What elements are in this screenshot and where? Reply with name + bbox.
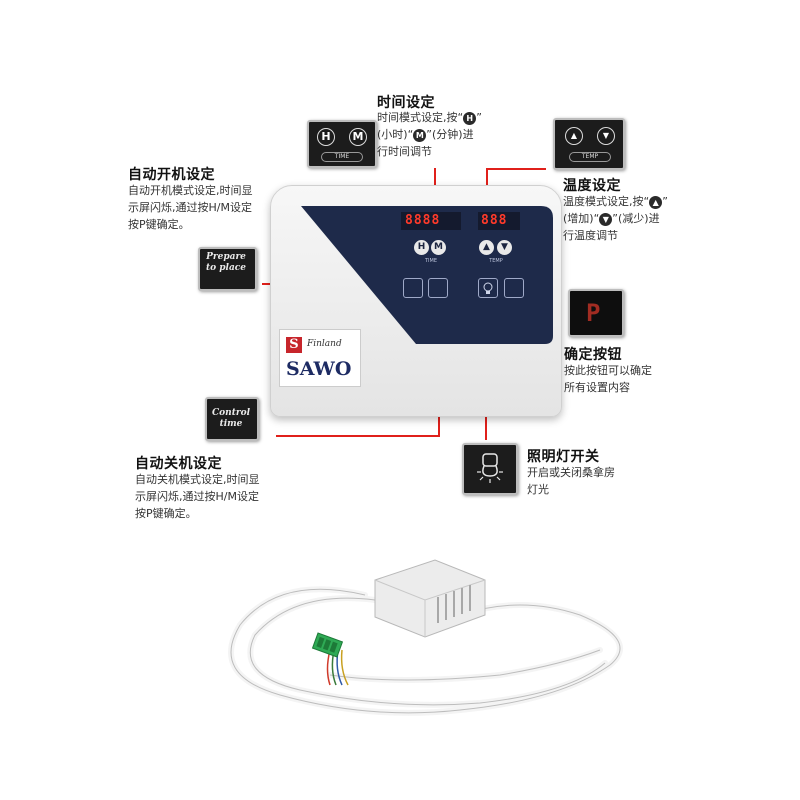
tile-time-m-icon: M — [349, 128, 367, 146]
sawo-logo: S Finland SAWO — [279, 329, 361, 387]
device-temp-down-button[interactable]: ▼ — [497, 240, 512, 255]
auto-on-title: 自动开机设定 — [128, 167, 215, 183]
light-bulb-icon — [477, 453, 503, 483]
confirm-desc: 按此按钮可以确定 所有设置内容 — [564, 364, 652, 394]
temp-up-icon: ▲ — [649, 195, 663, 209]
temp-display-digits: 888 — [481, 213, 508, 228]
device-light-button[interactable] — [478, 278, 498, 298]
tile-prepare: Prepare to place — [198, 247, 257, 291]
minute-icon: M — [413, 128, 427, 142]
auto-off-title: 自动关机设定 — [135, 456, 222, 472]
light-title: 照明灯开关 — [527, 449, 600, 465]
tile-temp-down-icon: ▼ — [597, 127, 615, 145]
device-time-caption: TIME — [424, 258, 437, 264]
temp-setting-desc: 温度模式设定,按“▲” (增加)“▼”(减少)进 行温度调节 — [563, 195, 668, 242]
tile-control-time-text: Control time — [211, 408, 251, 429]
tile-control-time: Control time — [205, 397, 259, 441]
auto-on-desc: 自动开机模式设定,时间显 示屏闪烁,通过按H/M设定 按P键确定。 — [128, 184, 253, 231]
device-prepare-button[interactable] — [403, 278, 423, 298]
time-setting-desc: 时间模式设定,按“H” (小时)“M”(分钟)进 行时间调节 — [377, 111, 482, 158]
tile-temp-caption: TEMP — [569, 152, 611, 162]
device-temp-caption: TEMP — [489, 258, 503, 264]
tile-prepare-text: Prepare to place — [205, 252, 247, 273]
time-display-digits: 8888 — [405, 213, 441, 228]
light-desc: 开启或关闭桑拿房 灯光 — [527, 466, 615, 496]
time-display — [401, 212, 461, 230]
temp-display — [478, 212, 520, 230]
temp-setting-title: 温度设定 — [563, 178, 621, 194]
tile-confirm: P — [568, 289, 624, 337]
tile-time-caption: TIME — [321, 152, 363, 162]
time-setting-title: 时间设定 — [377, 95, 435, 111]
terminal-connector — [311, 632, 344, 658]
tile-temp-up-icon: ▲ — [565, 127, 583, 145]
tile-confirm-p: P — [586, 299, 601, 327]
temp-down-icon: ▼ — [599, 212, 613, 226]
sensor-cable-image — [228, 559, 623, 716]
device-control-time-button[interactable] — [428, 278, 448, 298]
device-hour-button[interactable]: H — [414, 240, 429, 255]
device-temp-up-button[interactable]: ▲ — [479, 240, 494, 255]
bulb-icon — [483, 282, 493, 294]
tile-time: H M TIME — [307, 120, 377, 168]
tile-temp: ▲ ▼ TEMP — [553, 118, 625, 170]
hour-icon: H — [463, 111, 477, 125]
confirm-title: 确定按钮 — [564, 347, 622, 363]
tile-time-h-icon: H — [317, 128, 335, 146]
logo-sub-brand: Finland — [307, 339, 342, 349]
tile-light — [462, 443, 518, 495]
device-minute-button[interactable]: M — [431, 240, 446, 255]
temperature-sensor — [374, 559, 486, 638]
device-confirm-button[interactable] — [504, 278, 524, 298]
logo-emblem: S — [286, 337, 302, 353]
sawo-control-unit: 8888 888 H M TIME ▲ ▼ TEMP S Finland SAW… — [270, 185, 562, 417]
logo-brand: SAWO — [286, 358, 352, 380]
auto-off-desc: 自动关机模式设定,时间显 示屏闪烁,通过按H/M设定 按P键确定。 — [135, 473, 260, 520]
